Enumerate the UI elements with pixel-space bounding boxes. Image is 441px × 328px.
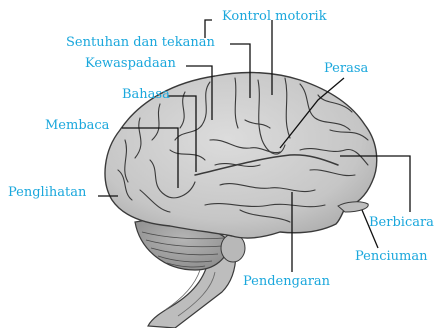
label-kontrol-motorik: Kontrol motorik xyxy=(222,9,327,24)
label-penglihatan: Penglihatan xyxy=(8,185,86,200)
label-perasa: Perasa xyxy=(324,61,368,76)
label-sentuhan-dan-tekanan: Sentuhan dan tekanan xyxy=(66,35,215,50)
label-penciuman: Penciuman xyxy=(355,249,428,264)
label-membaca: Membaca xyxy=(45,118,109,133)
label-berbicara: Berbicara xyxy=(369,215,434,230)
label-kewaspadaan: Kewaspadaan xyxy=(85,56,176,71)
label-pendengaran: Pendengaran xyxy=(243,274,330,289)
label-bahasa: Bahasa xyxy=(122,87,170,102)
